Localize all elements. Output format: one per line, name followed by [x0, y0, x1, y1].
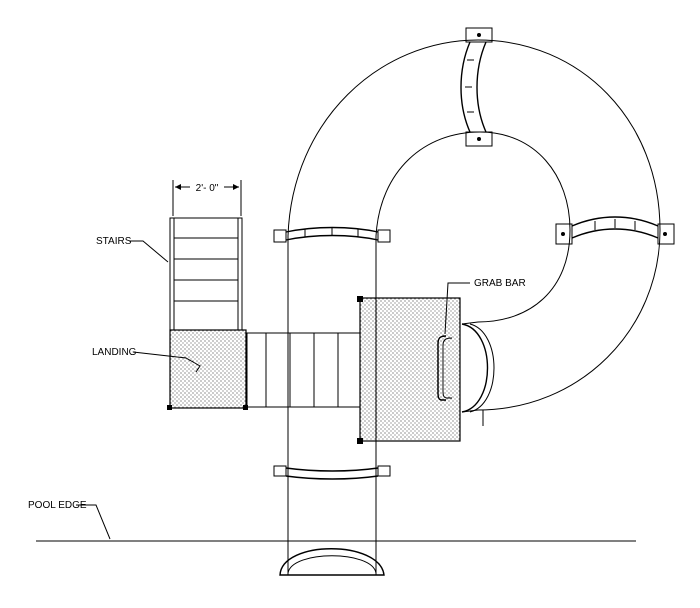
stairs	[169, 217, 243, 331]
landing-label: LANDING	[92, 347, 137, 358]
clamp-right	[555, 216, 675, 245]
slide-exit	[279, 548, 385, 576]
stairs-leader: STAIRS	[96, 236, 169, 263]
grab-bar	[437, 335, 453, 401]
landing-platform	[167, 329, 248, 410]
landing-leader: LANDING	[92, 347, 201, 373]
stairs-label: STAIRS	[96, 236, 132, 247]
dimension-line: 2'- 0"	[172, 180, 242, 216]
grab-bar-leader: GRAB BAR	[444, 278, 526, 335]
slide-loop	[287, 39, 661, 411]
clamp-left	[273, 226, 391, 243]
slide-entry-ring	[461, 321, 495, 426]
pool-edge-label: POOL EDGE	[28, 500, 87, 511]
grab-bar-label: GRAB BAR	[474, 278, 526, 289]
pool-edge-leader: POOL EDGE	[28, 500, 111, 540]
dimension-label: 2'- 0"	[196, 183, 219, 194]
walkway-bridge	[246, 332, 361, 408]
clamp-top	[460, 27, 493, 147]
clamp-lower	[273, 465, 391, 480]
top-platform	[357, 296, 461, 444]
